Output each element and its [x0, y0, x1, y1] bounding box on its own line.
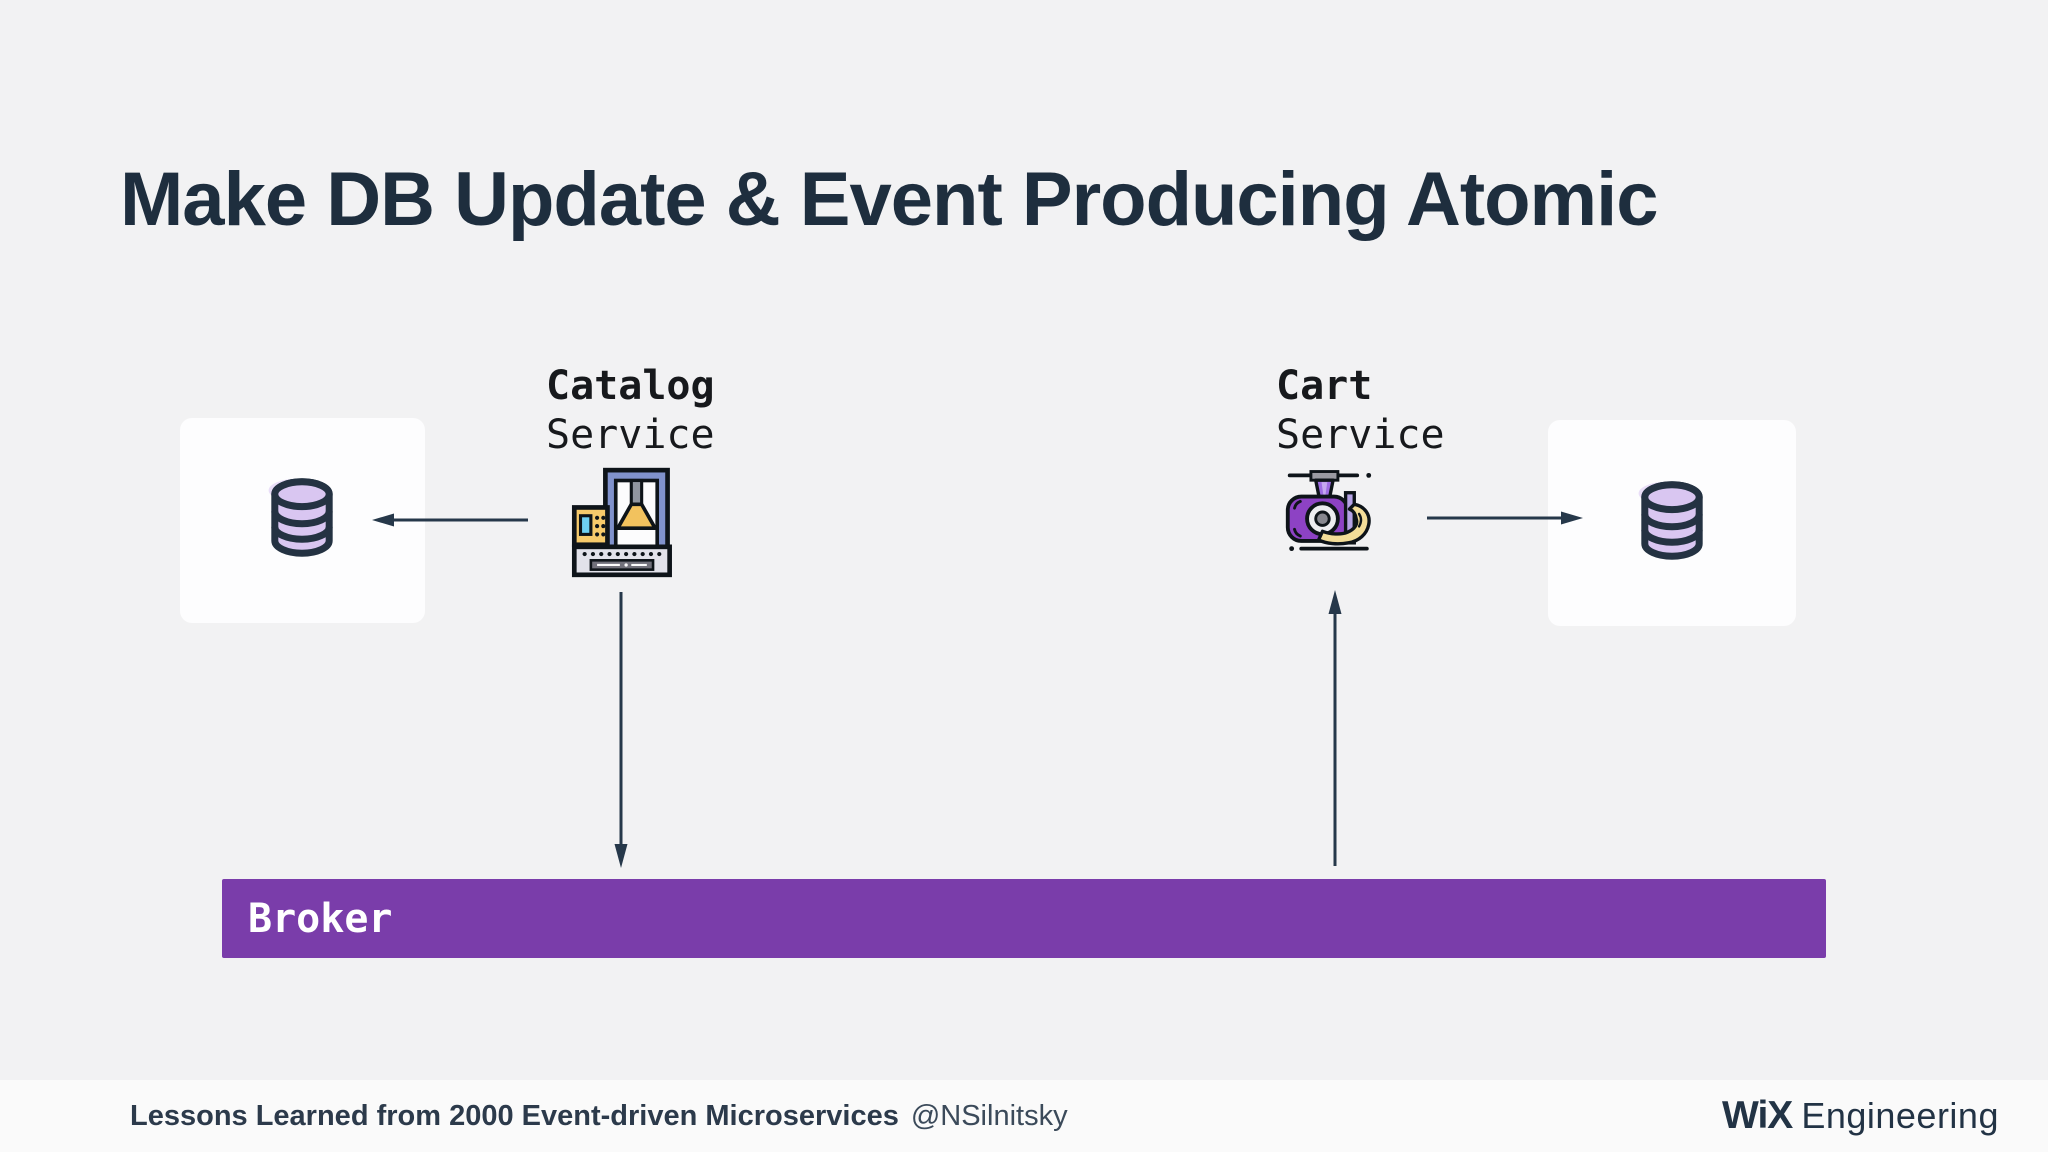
cart-service-subname: Service	[1276, 412, 1445, 458]
arrow-catalog-to-left-db	[372, 513, 528, 527]
footer-text: Lessons Learned from 2000 Event-driven M…	[130, 1080, 1068, 1152]
slide-title: Make DB Update & Event Producing Atomic	[120, 157, 1659, 242]
database-icon	[268, 478, 333, 557]
arrow-cart-to-right-db	[1427, 511, 1583, 525]
arrow-broker-to-cart	[1328, 590, 1342, 866]
engineering-logo-text: Engineering	[1801, 1095, 1999, 1136]
wix-engineering-logo: WiX Engineering	[1722, 1080, 1999, 1152]
footer-strip	[0, 1080, 2048, 1152]
author-handle: @NSilnitsky	[910, 1099, 1068, 1132]
lecture-title: Lessons Learned from 2000 Event-driven M…	[130, 1099, 899, 1132]
grinder-machine-icon	[1285, 470, 1372, 552]
arrow-catalog-to-broker	[614, 592, 628, 868]
catalog-service-name: Catalog	[546, 363, 715, 409]
broker-bar: Broker	[222, 879, 1826, 958]
cart-service-name: Cart	[1276, 363, 1373, 409]
broker-label: Broker	[248, 895, 393, 942]
database-icon	[1638, 481, 1703, 560]
catalog-service-subname: Service	[546, 412, 715, 458]
catalog-service-label: Catalog Service	[546, 362, 715, 460]
assembly-machine-icon	[571, 467, 672, 578]
wix-logo-text: WiX	[1722, 1094, 1793, 1137]
cart-service-label: Cart Service	[1276, 362, 1445, 460]
